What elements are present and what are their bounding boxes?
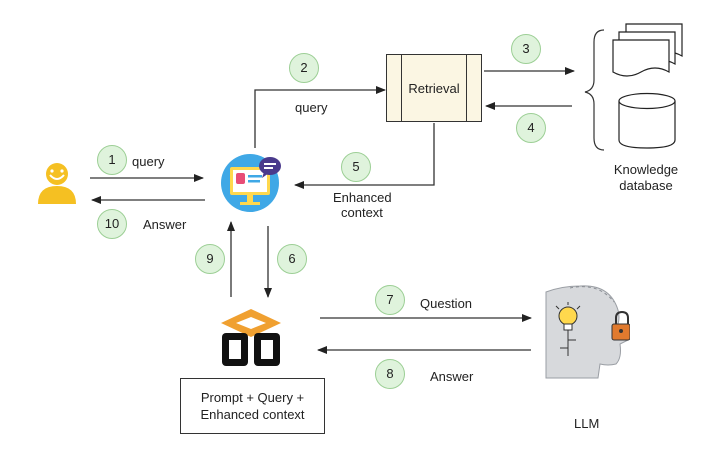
arrow-query-retrieval (254, 86, 386, 148)
edge-label-query-user: query (132, 154, 165, 169)
step-badge-10: 10 (97, 209, 127, 239)
database-icon (617, 92, 677, 150)
step-badge-7: 7 (375, 285, 405, 315)
prompt-line1: Prompt + Query + (200, 390, 305, 405)
arrow-enhanced-context (294, 123, 435, 189)
edge-label-answer-user: Answer (143, 217, 187, 232)
edge-label-query-retrieval: query (295, 100, 328, 115)
step-badge-9: 9 (195, 244, 225, 274)
retrieval-box: Retrieval (386, 54, 482, 122)
retrieval-label: Retrieval (408, 81, 460, 96)
prompt-line2: Enhanced context (200, 407, 305, 422)
documents-icon (612, 22, 684, 80)
step-badge-8: 8 (375, 359, 405, 389)
knowledge-brace (584, 29, 605, 151)
lightbulb-icon (555, 302, 581, 356)
step-badge-5: 5 (341, 152, 371, 182)
llm-label: LLM (574, 416, 600, 431)
llm-head-icon (540, 282, 631, 380)
knowledge-db-line1: Knowledge (613, 162, 679, 177)
framework-cube-icon (218, 307, 284, 369)
knowledge-db-line2: database (619, 178, 673, 193)
prompt-box: Prompt + Query + Enhanced context (180, 378, 325, 434)
padlock-icon (611, 310, 631, 341)
step-badge-1: 1 (97, 145, 127, 175)
edge-label-answer-llm: Answer (430, 369, 474, 384)
step-badge-2: 2 (289, 53, 319, 83)
knowledge-db-label: Knowledge database (606, 162, 686, 194)
enhanced-line1: Enhanced (333, 190, 392, 205)
user-icon (34, 160, 80, 206)
enhanced-line2: context (341, 205, 383, 220)
edge-label-question: Question (420, 296, 473, 311)
edge-label-enhanced-context: Enhanced context (333, 190, 392, 220)
step-badge-6: 6 (277, 244, 307, 274)
assistant-monitor-icon (218, 153, 286, 215)
step-badge-3: 3 (511, 34, 541, 64)
step-badge-4: 4 (516, 113, 546, 143)
